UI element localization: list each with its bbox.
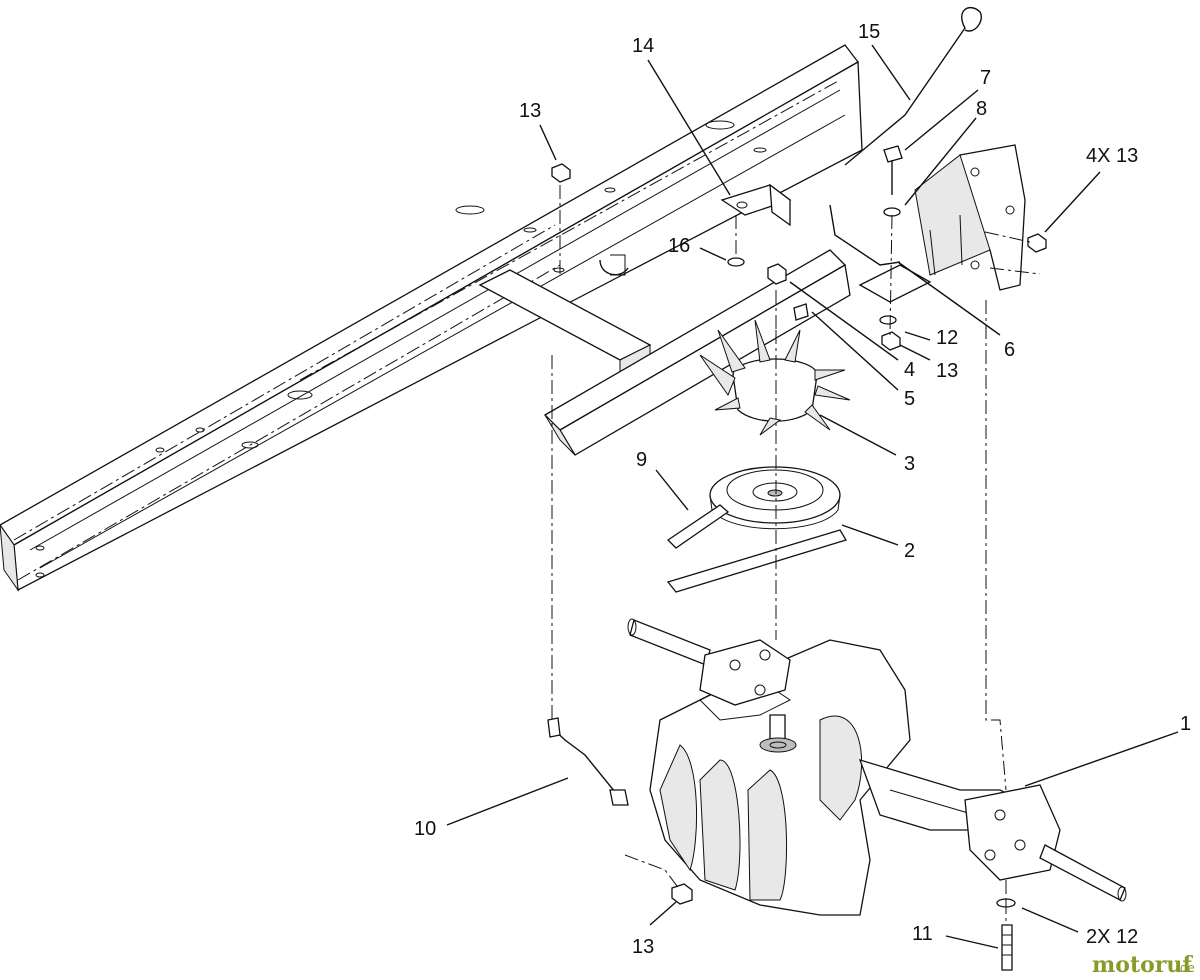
leader-lines [446,44,1179,949]
callout-12-right: 12 [936,327,958,349]
alignment-lines [551,231,1041,925]
callout-13-top: 13 [519,100,541,122]
callout-4: 4 [904,359,915,381]
callout-16: 16 [668,235,690,257]
part-1-transaxle [627,618,1127,916]
callout-labels: 13 14 15 7 8 4X 13 16 12 13 6 4 5 3 9 2 … [414,21,1191,958]
part-15-rod [829,7,982,266]
callout-7: 7 [980,67,991,89]
part-2-pulley [709,466,841,530]
callout-13-bottom: 13 [632,936,654,958]
callout-4x13: 4X 13 [1086,145,1138,167]
callout-8: 8 [976,98,987,120]
part-9-belt [666,504,847,593]
callout-6: 6 [1004,339,1015,361]
callout-13-right: 13 [936,360,958,382]
callout-1: 1 [1180,713,1191,735]
callout-9: 9 [636,449,647,471]
part-14-bracket [720,183,792,227]
frame-rail [0,44,863,592]
callout-11: 11 [912,923,933,945]
watermark-suffix: .de [1176,961,1195,975]
callout-5: 5 [904,388,915,410]
part-10-rod [547,717,629,806]
callout-2x12: 2X 12 [1086,926,1138,948]
side-bracket [858,144,1026,303]
callout-15: 15 [858,21,880,43]
callout-14: 14 [632,35,654,57]
callout-10: 10 [414,818,436,840]
hardware [551,145,1047,351]
watermark-brand: motoruf [1092,952,1193,978]
callout-3: 3 [904,453,915,475]
part-3-fan [699,319,851,436]
callout-2: 2 [904,540,915,562]
watermark-logo: motoruf .de [1092,952,1195,978]
